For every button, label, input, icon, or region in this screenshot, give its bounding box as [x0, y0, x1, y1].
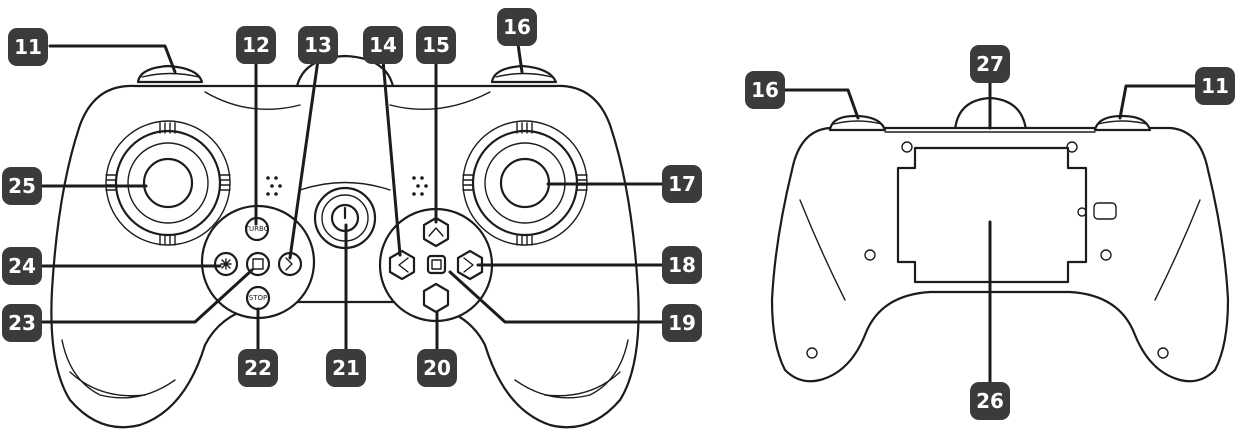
callout-24: 24 [2, 247, 42, 285]
battery-cover[interactable] [896, 146, 1088, 284]
callout-11-back: 11 [1195, 67, 1235, 105]
svg-text:26: 26 [976, 389, 1004, 413]
svg-text:19: 19 [668, 311, 696, 335]
svg-text:22: 22 [244, 356, 272, 380]
left-analog-stick [105, 120, 231, 246]
svg-text:15: 15 [422, 33, 450, 57]
home-button[interactable] [313, 186, 377, 250]
left-grip-detail [61, 339, 176, 399]
stop-button-label: STOP [249, 294, 267, 302]
callout-22: 22 [238, 349, 278, 387]
action-button-square[interactable] [426, 254, 447, 275]
turbo-button-label: TURBO [244, 225, 270, 233]
back-right-grip-line [1154, 199, 1201, 301]
back-screws [806, 141, 1169, 359]
callout-17: 17 [662, 165, 702, 203]
svg-text:16: 16 [503, 15, 531, 39]
callout-27: 27 [970, 45, 1010, 83]
left-grip-detail-2 [69, 371, 146, 397]
callout-14: 14 [363, 26, 403, 64]
battery-latch[interactable] [1093, 202, 1117, 220]
action-button-right[interactable] [456, 249, 484, 281]
callout-19: 19 [662, 304, 702, 342]
speaker-grille-left [266, 176, 282, 196]
back-left-grip-line [799, 199, 846, 301]
callout-18: 18 [662, 246, 702, 284]
callout-16-front: 16 [497, 8, 537, 46]
svg-text:20: 20 [423, 356, 451, 380]
callout-20: 20 [417, 349, 457, 387]
callout-12: 12 [236, 26, 276, 64]
button-24[interactable] [213, 251, 239, 277]
svg-text:18: 18 [668, 253, 696, 277]
action-button-bottom[interactable] [422, 282, 450, 314]
svg-text:27: 27 [976, 52, 1004, 76]
stop-button[interactable]: STOP [245, 285, 271, 311]
callout-11-front: 11 [8, 28, 48, 66]
right-grip-detail-2 [544, 371, 621, 397]
back-right-bumper-ridge [1097, 120, 1148, 125]
svg-text:12: 12 [242, 33, 270, 57]
callout-26: 26 [970, 382, 1010, 420]
back-right-bumper [1093, 114, 1152, 132]
touchpad-top [294, 54, 396, 94]
back-left-bumper-ridge [833, 120, 883, 125]
svg-text:13: 13 [304, 33, 332, 57]
back-left-bumper [828, 114, 887, 132]
latch-screw [1077, 207, 1087, 217]
svg-text:25: 25 [8, 174, 36, 198]
svg-text:11: 11 [14, 35, 42, 59]
center-arc [299, 181, 391, 191]
svg-text:23: 23 [8, 311, 36, 335]
top-body-curve [204, 91, 491, 110]
callout-23: 23 [2, 304, 42, 342]
svg-text:17: 17 [668, 172, 696, 196]
right-grip-detail [514, 339, 629, 399]
turbo-button[interactable]: TURBO [244, 216, 270, 242]
svg-text:11: 11 [1201, 74, 1229, 98]
callout-15: 15 [416, 26, 456, 64]
leader-lines [40, 42, 1197, 385]
speaker-grille-right [412, 176, 428, 196]
callout-13: 13 [298, 26, 338, 64]
action-button-left[interactable] [388, 249, 416, 281]
svg-text:24: 24 [8, 254, 36, 278]
svg-text:16: 16 [751, 78, 779, 102]
action-button-triangle[interactable] [422, 216, 450, 248]
callout-21: 21 [326, 349, 366, 387]
svg-text:14: 14 [369, 33, 397, 57]
callout-25: 25 [2, 167, 42, 205]
right-bumper-top [495, 72, 553, 78]
callout-16-back: 16 [745, 71, 785, 109]
svg-text:21: 21 [332, 356, 360, 380]
left-bumper-top [141, 72, 200, 78]
controller-back-view [770, 96, 1230, 383]
